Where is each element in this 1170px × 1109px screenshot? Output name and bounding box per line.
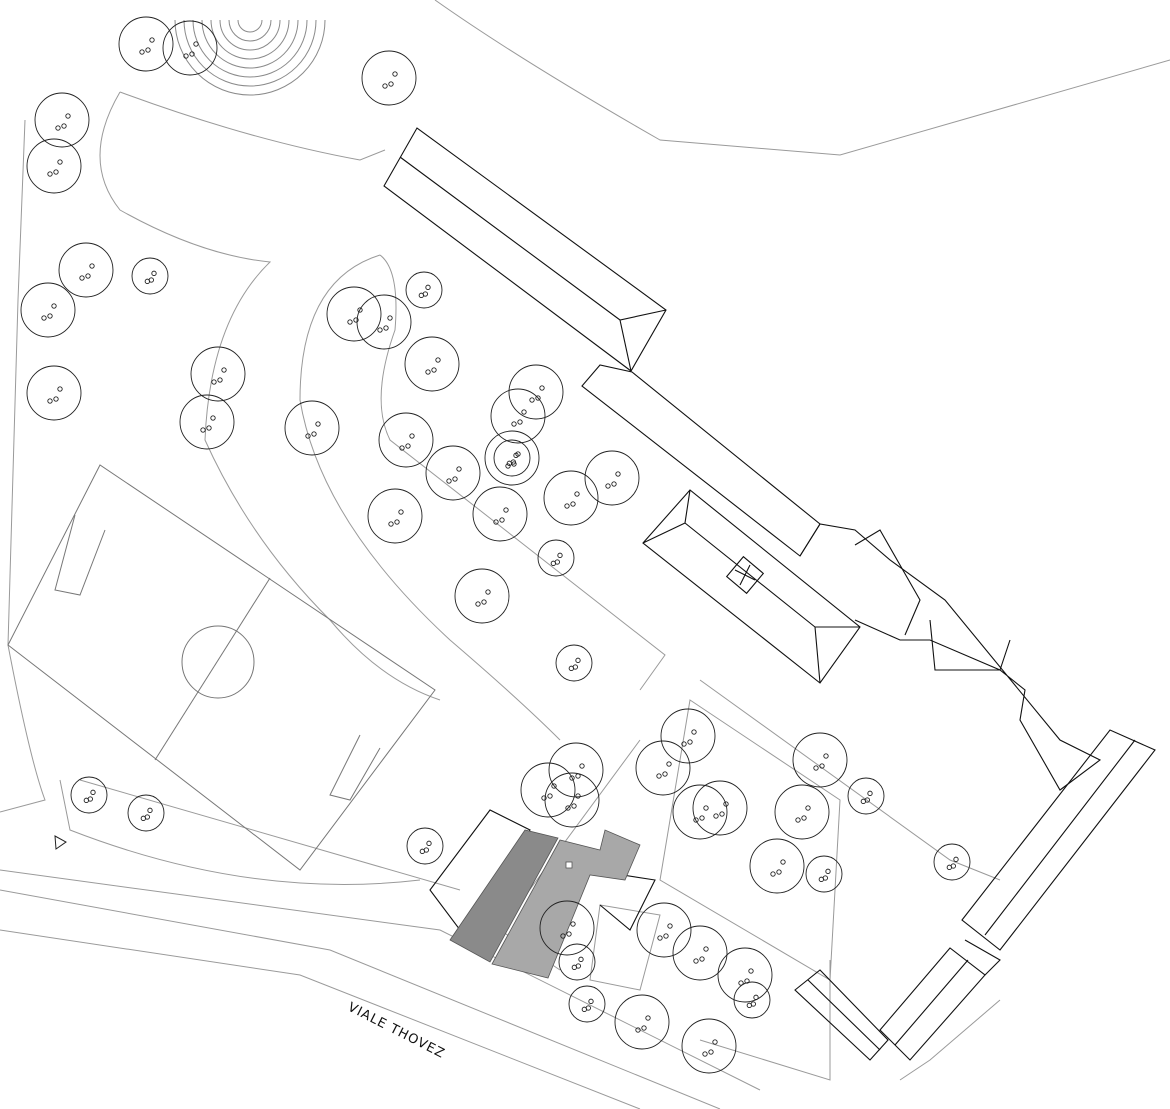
tree-icon bbox=[162, 20, 218, 76]
tree-icon bbox=[58, 242, 114, 298]
tree-icon bbox=[484, 430, 540, 486]
tree-icon bbox=[26, 138, 82, 194]
tree-icon bbox=[847, 777, 885, 815]
tree-icon bbox=[378, 412, 434, 468]
tree-icon bbox=[672, 784, 728, 840]
amphitheater-step bbox=[192, 19, 308, 78]
tree-icon bbox=[70, 776, 108, 814]
amphitheater-step bbox=[174, 19, 326, 96]
trees bbox=[20, 16, 971, 1074]
tree-icon bbox=[774, 784, 830, 840]
soccer-field bbox=[7, 464, 436, 871]
tree-icon bbox=[367, 488, 423, 544]
buildings bbox=[383, 127, 1156, 1061]
amphitheater-step bbox=[228, 19, 272, 42]
amphitheater-step bbox=[201, 19, 299, 69]
tree-icon bbox=[539, 900, 595, 956]
tree-icon bbox=[405, 271, 443, 309]
tree-icon bbox=[635, 740, 691, 796]
tree-icon bbox=[792, 732, 848, 788]
tree-icon bbox=[454, 568, 510, 624]
tree-icon bbox=[20, 282, 76, 338]
tree-icon bbox=[508, 364, 564, 420]
tree-icon bbox=[543, 470, 599, 526]
tree-icon bbox=[681, 1018, 737, 1074]
tree-icon bbox=[406, 827, 444, 865]
tree-icon bbox=[749, 838, 805, 894]
tree-icon bbox=[555, 644, 593, 682]
tree-icon bbox=[361, 50, 417, 106]
tree-icon bbox=[568, 985, 606, 1023]
tree-icon bbox=[933, 843, 971, 881]
tree-icon bbox=[131, 257, 169, 295]
tree-icon bbox=[548, 742, 604, 798]
tree-icon bbox=[805, 855, 843, 893]
tree-icon bbox=[26, 365, 82, 421]
tree-icon bbox=[520, 762, 576, 818]
amphitheater bbox=[174, 19, 326, 96]
tree-icon bbox=[425, 445, 481, 501]
amphitheater-step bbox=[183, 19, 317, 87]
tree-icon bbox=[544, 772, 600, 828]
tree-icon bbox=[127, 794, 165, 832]
tree-icon bbox=[660, 708, 716, 764]
tree-icon bbox=[326, 286, 382, 342]
tree-icon bbox=[118, 16, 174, 72]
tree-icon bbox=[558, 943, 596, 981]
tree-icon bbox=[34, 92, 90, 148]
tree-icon bbox=[190, 346, 246, 402]
new-building-roof bbox=[449, 829, 641, 979]
tree-icon bbox=[472, 486, 528, 542]
tree-icon bbox=[636, 902, 692, 958]
tree-icon bbox=[733, 981, 771, 1019]
tree-icon bbox=[614, 994, 670, 1050]
tree-icon bbox=[493, 439, 531, 477]
tree-icon bbox=[692, 780, 748, 836]
tree-icon bbox=[404, 336, 460, 392]
tree-icon bbox=[717, 947, 773, 1003]
tree-icon bbox=[584, 450, 640, 506]
tree-icon bbox=[672, 925, 728, 981]
amphitheater-step bbox=[210, 19, 290, 60]
north-arrow-icon bbox=[54, 835, 67, 850]
tree-icon bbox=[356, 294, 412, 350]
tree-icon bbox=[284, 400, 340, 456]
amphitheater-step bbox=[219, 19, 281, 51]
tree-icon bbox=[179, 394, 235, 450]
amphitheater-step bbox=[237, 19, 263, 33]
tree-icon bbox=[537, 539, 575, 577]
tree-icon bbox=[490, 388, 546, 444]
